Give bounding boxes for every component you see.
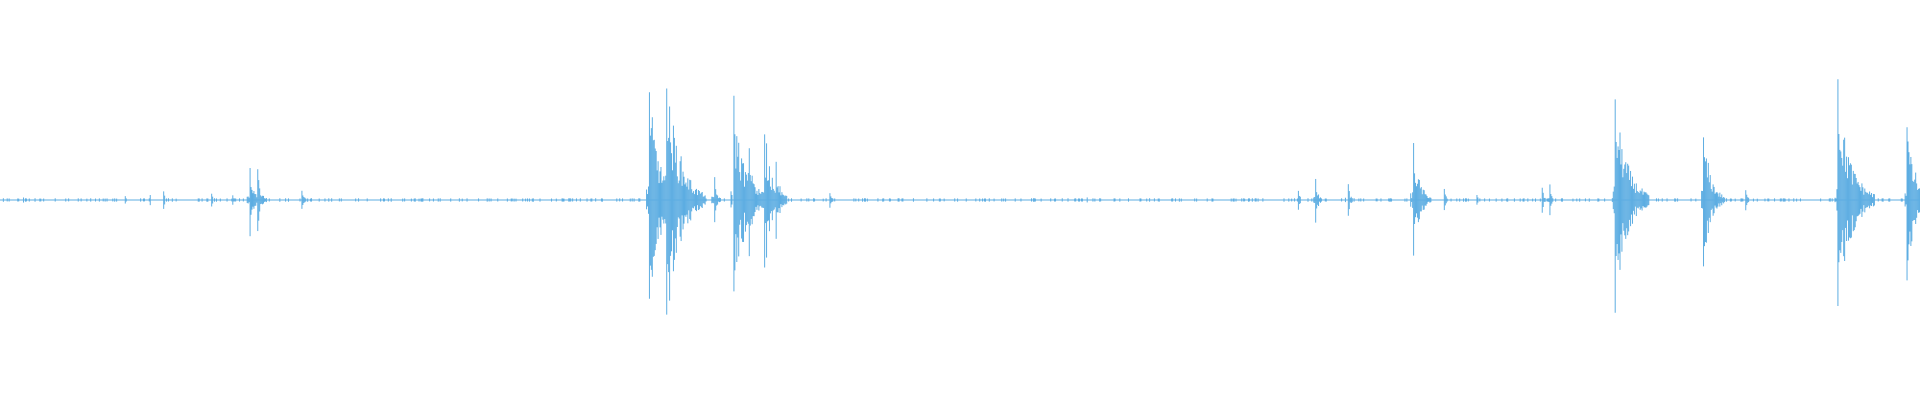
waveform-bars <box>2 79 1920 315</box>
